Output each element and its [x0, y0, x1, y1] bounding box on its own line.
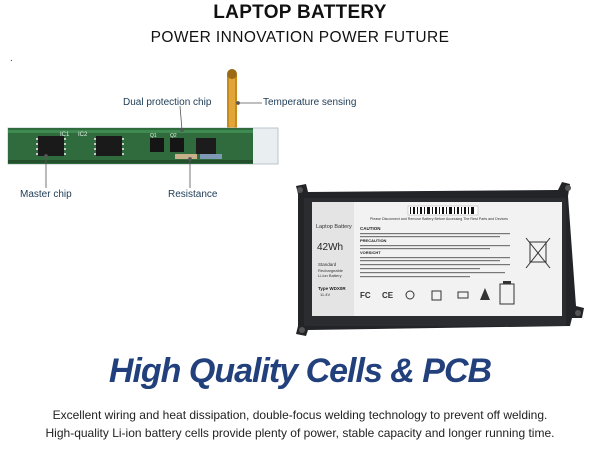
- battery-label-side: [312, 202, 354, 316]
- battery-level-icon: [499, 281, 515, 305]
- label-type-line3: Li-ion Battery: [318, 273, 342, 278]
- callout-master-chip: Master chip: [20, 189, 72, 200]
- callout-resistance: Resistance: [168, 189, 218, 200]
- barcode: [407, 205, 479, 216]
- temperature-sensor: [227, 69, 237, 132]
- svg-text:CE: CE: [382, 291, 394, 300]
- silk-ic2: IC2: [78, 132, 88, 138]
- page-title: LAPTOP BATTERY: [213, 2, 387, 23]
- description-line-2: High-quality Li-ion battery cells provid…: [45, 426, 555, 440]
- label-vorsicht: VORSICHT: [360, 250, 381, 255]
- label-warning-header: Please Disconnect and Remove Battery Bef…: [370, 217, 508, 221]
- label-type-line2: Rechargeable: [318, 268, 344, 273]
- page-subtitle: POWER INNOVATION POWER FUTURE: [150, 29, 450, 46]
- pcb-illustration: IC1 IC2 Q1 Q2: [7, 69, 279, 188]
- dual-protection-chip: [150, 138, 216, 154]
- label-caution: CAUTION: [360, 226, 381, 231]
- label-type-line1: Standard: [318, 262, 337, 267]
- silk-q1: Q1: [150, 133, 157, 139]
- label-model: Type WDX0R: [318, 286, 346, 291]
- battery-screw-icon: [297, 185, 581, 333]
- battery-illustration: Laptop Battery 42Wh Standard Rechargeabl…: [296, 182, 584, 336]
- headline: High Quality Cells & PCB: [108, 352, 492, 390]
- silk-q2: Q2: [170, 133, 177, 139]
- svg-text:FC: FC: [360, 291, 371, 300]
- silk-ic1: IC1: [60, 132, 70, 138]
- label-capacity: 42Wh: [317, 242, 343, 253]
- callout-temperature-sensing: Temperature sensing: [263, 97, 357, 108]
- resistor: [175, 154, 222, 159]
- label-voltage: 11.4V: [320, 292, 330, 297]
- label-fine-print: [360, 233, 510, 278]
- callout-dual-protection-chip: Dual protection chip: [123, 97, 212, 108]
- label-precaution: PRECAUTION: [360, 238, 387, 243]
- recycle-bin-crossed-icon: [525, 237, 551, 269]
- description-line-1: Excellent wiring and heat dissipation, d…: [52, 408, 548, 422]
- label-side-title: Laptop Battery: [316, 224, 352, 230]
- callout-leaders: [44, 101, 262, 188]
- certification-marks: FC CE: [360, 288, 490, 301]
- dot-mark: .: [10, 53, 13, 64]
- master-chip: [36, 136, 124, 156]
